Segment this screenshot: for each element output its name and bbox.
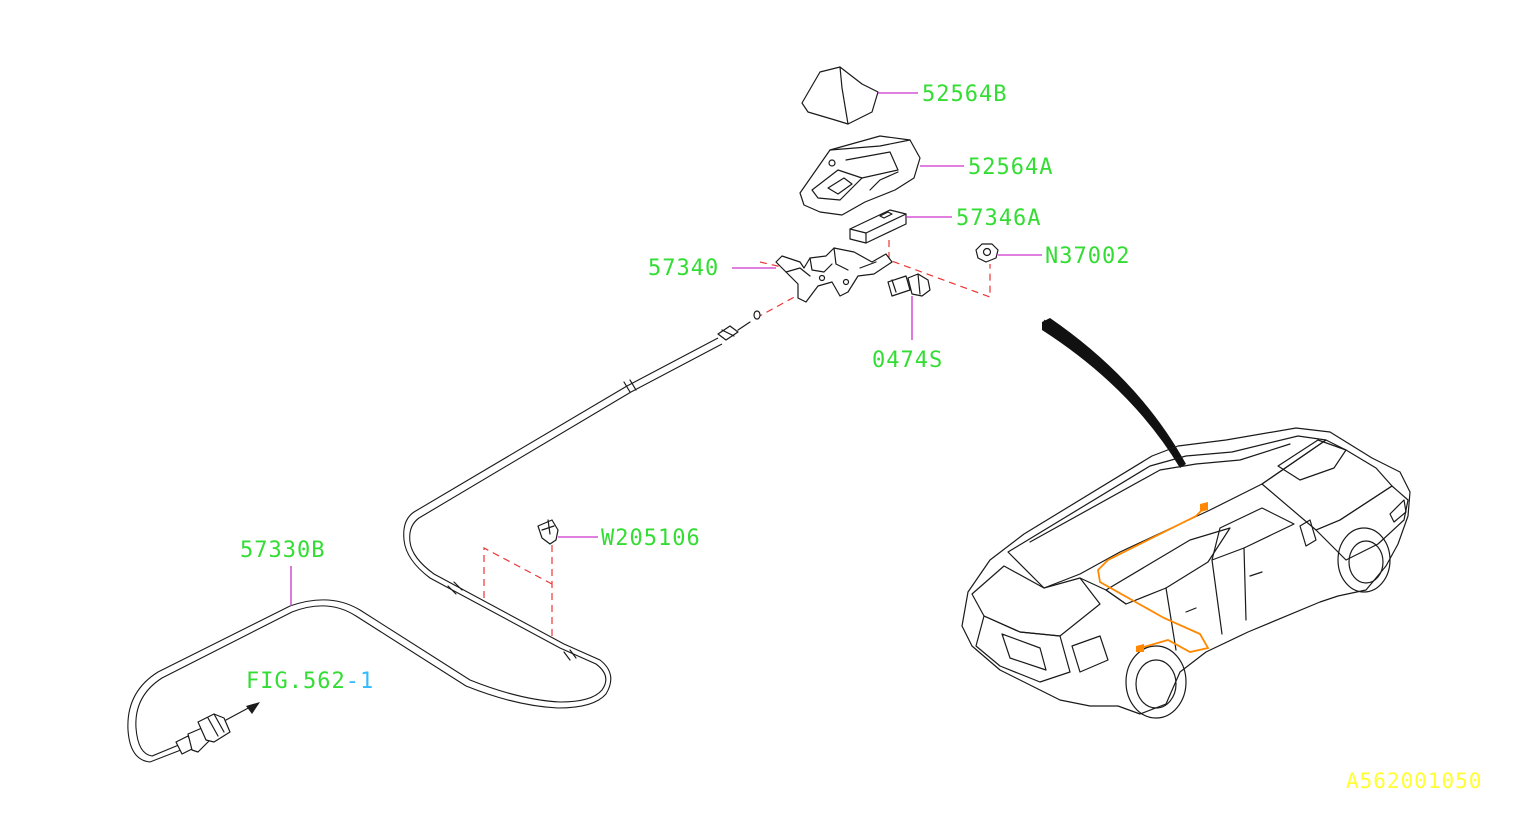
dashed-connector-clip — [483, 545, 553, 640]
figure-ref-arrow-icon — [225, 702, 260, 721]
label-57340[interactable]: 57340 — [648, 256, 719, 281]
part-N37002-nut[interactable] — [975, 243, 999, 263]
part-W205106-clip[interactable] — [537, 519, 559, 545]
part-57346A-switch[interactable] — [849, 209, 907, 244]
part-57330B-cable[interactable] — [127, 310, 761, 763]
label-57330B[interactable]: 57330B — [240, 538, 325, 563]
figure-ref-prefix[interactable]: FIG.562 — [246, 669, 346, 694]
svg-text:FIG.562-1[interactable]: FIG.562-1 — [246, 669, 374, 694]
vehicle-illustration — [961, 427, 1411, 719]
location-pointer-arrow — [1042, 318, 1186, 468]
label-52564A[interactable]: 52564A — [968, 155, 1053, 180]
figure-reference[interactable]: FIG.562-1 — [246, 669, 374, 694]
dashed-connector-nut — [888, 240, 991, 298]
part-57340-bracket[interactable] — [775, 247, 893, 303]
part-52564A-housing[interactable] — [799, 135, 921, 216]
label-57346A[interactable]: 57346A — [956, 206, 1041, 231]
label-N37002[interactable]: N37002 — [1045, 244, 1130, 269]
label-52564B[interactable]: 52564B — [922, 82, 1007, 107]
part-52564B-cover[interactable] — [801, 66, 879, 125]
part-0474S-bolt[interactable] — [887, 273, 931, 297]
document-id: A562001050 — [1346, 769, 1482, 793]
cable-end-ball — [753, 310, 761, 320]
cable-route-highlight — [1097, 502, 1210, 653]
label-0474S[interactable]: 0474S — [872, 348, 943, 373]
figure-ref-suffix[interactable]: -1 — [346, 669, 375, 694]
label-W205106[interactable]: W205106 — [601, 526, 701, 551]
dashed-connector-cable-end — [755, 294, 799, 319]
